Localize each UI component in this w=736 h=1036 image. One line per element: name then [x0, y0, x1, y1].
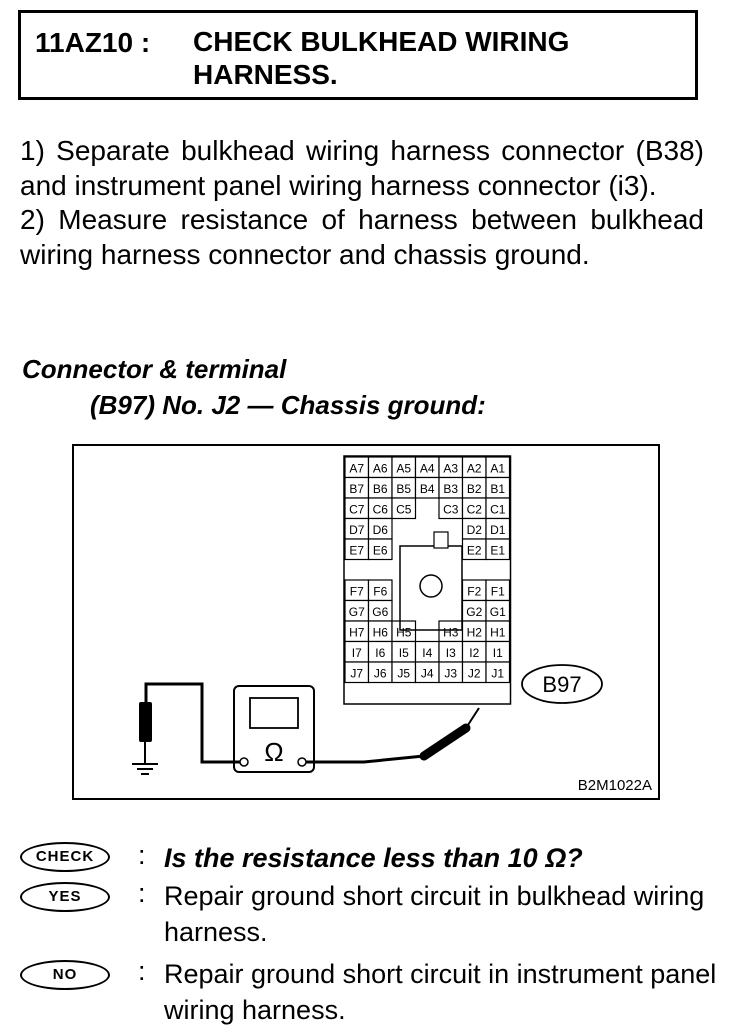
terminal-cell [485, 661, 511, 684]
terminal-label: A4 [420, 462, 435, 476]
terminal-label: B1 [490, 482, 505, 496]
step-1: 1) Separate bulkhead wiring harness conn… [20, 135, 704, 201]
terminal-label: B7 [349, 482, 364, 496]
section-title: CHECK BULKHEAD WIRING HARNESS. [193, 25, 569, 91]
terminal-label: C2 [467, 503, 483, 517]
terminal-label: E7 [349, 544, 364, 558]
terminal-label: A6 [373, 462, 388, 476]
ohm-symbol: Ω [264, 737, 283, 767]
terminal-label: G6 [372, 605, 388, 619]
connector-detail: (B97) No. J2 — Chassis ground: [90, 390, 486, 420]
ground-lead [144, 682, 240, 764]
latch-hole [419, 574, 443, 598]
terminal-label: B6 [373, 482, 388, 496]
meter-terminal-right [297, 757, 307, 767]
connector-label-bubble [521, 664, 603, 704]
terminal-label: D6 [373, 523, 389, 537]
terminal-label: C1 [490, 503, 506, 517]
terminal-label: C7 [349, 503, 365, 517]
no-action: Repair ground short circuit in instrumen… [164, 959, 717, 1025]
terminal-label: D2 [467, 523, 483, 537]
terminal-label: I2 [469, 646, 479, 660]
connector-latch [399, 545, 463, 631]
no-badge: NO [20, 960, 110, 990]
terminal-label: A7 [349, 462, 364, 476]
terminal-label: J1 [491, 667, 504, 681]
check-colon: : [138, 840, 146, 870]
check-question: Is the resistance less than 10 Ω? [164, 843, 583, 873]
terminal-label: H7 [349, 626, 365, 640]
yes-badge: YES [20, 882, 110, 912]
terminal-label: C3 [443, 503, 459, 517]
section-code: 11AZ10 : [35, 27, 151, 58]
terminal-label: H5 [396, 626, 412, 640]
terminal-label: A5 [396, 462, 411, 476]
terminal-label: G1 [490, 605, 506, 619]
terminal-label: I6 [375, 646, 385, 660]
test-probe [419, 723, 471, 761]
terminal-label: H2 [467, 626, 483, 640]
terminal-label: H3 [443, 626, 459, 640]
terminal-label: E6 [373, 544, 388, 558]
yes-action: Repair ground short circuit in bulkhead … [164, 881, 705, 947]
connector-label: B97 [542, 672, 581, 697]
terminal-label: J5 [397, 667, 410, 681]
terminal-cell [485, 538, 511, 561]
terminal-label: E2 [467, 544, 482, 558]
terminal-label: G2 [466, 605, 482, 619]
terminal-label: B5 [396, 482, 411, 496]
terminal-label: I5 [399, 646, 409, 660]
step-2: 2) Measure resistance of harness between… [20, 204, 704, 270]
terminal-label: I1 [493, 646, 503, 660]
terminal-label: I7 [352, 646, 362, 660]
terminal-label: J7 [350, 667, 363, 681]
latch-tab [433, 531, 449, 549]
meter-terminal-left [239, 757, 249, 767]
header-box: 11AZ10 : CHECK BULKHEAD WIRING HARNESS. [18, 10, 698, 100]
terminal-label: H6 [373, 626, 389, 640]
terminal-label: A2 [467, 462, 482, 476]
terminal-label: D1 [490, 523, 506, 537]
terminal-label: D7 [349, 523, 365, 537]
terminal-cell [367, 538, 393, 561]
check-badge: CHECK [20, 842, 110, 872]
title-line-1: CHECK BULKHEAD WIRING [193, 26, 570, 57]
yes-colon: : [138, 878, 146, 908]
terminal-label: E1 [490, 544, 505, 558]
terminal-label: I4 [422, 646, 432, 660]
terminal-label: F2 [467, 585, 481, 599]
terminal-label: C6 [373, 503, 389, 517]
terminal-label: H1 [490, 626, 506, 640]
no-colon: : [138, 956, 146, 986]
ground-probe [139, 702, 152, 742]
terminal-label: B3 [443, 482, 458, 496]
terminal-label: B2 [467, 482, 482, 496]
terminal-label: A3 [443, 462, 458, 476]
diagram-image-code: B2M1022A [577, 777, 652, 794]
meter-display [249, 697, 299, 729]
terminal-label: J6 [374, 667, 387, 681]
terminal-label: J2 [468, 667, 481, 681]
title-line-2: HARNESS. [193, 59, 338, 90]
terminal-label: F1 [491, 585, 505, 599]
terminal-label: I3 [446, 646, 456, 660]
terminal-label: F7 [350, 585, 364, 599]
probe-lead [306, 754, 425, 764]
terminal-label: A1 [490, 462, 505, 476]
connector-body [343, 455, 512, 705]
terminal-label: J4 [421, 667, 434, 681]
terminal-label: C5 [396, 503, 412, 517]
procedure-steps: 1) Separate bulkhead wiring harness conn… [20, 134, 704, 272]
connector-heading: Connector & terminal [22, 354, 287, 384]
terminal-label: G7 [349, 605, 365, 619]
probe-tip [465, 707, 480, 729]
terminal-label: F6 [373, 585, 387, 599]
terminal-cell [391, 497, 417, 520]
terminal-label: J3 [444, 667, 457, 681]
terminal-label: B4 [420, 482, 435, 496]
